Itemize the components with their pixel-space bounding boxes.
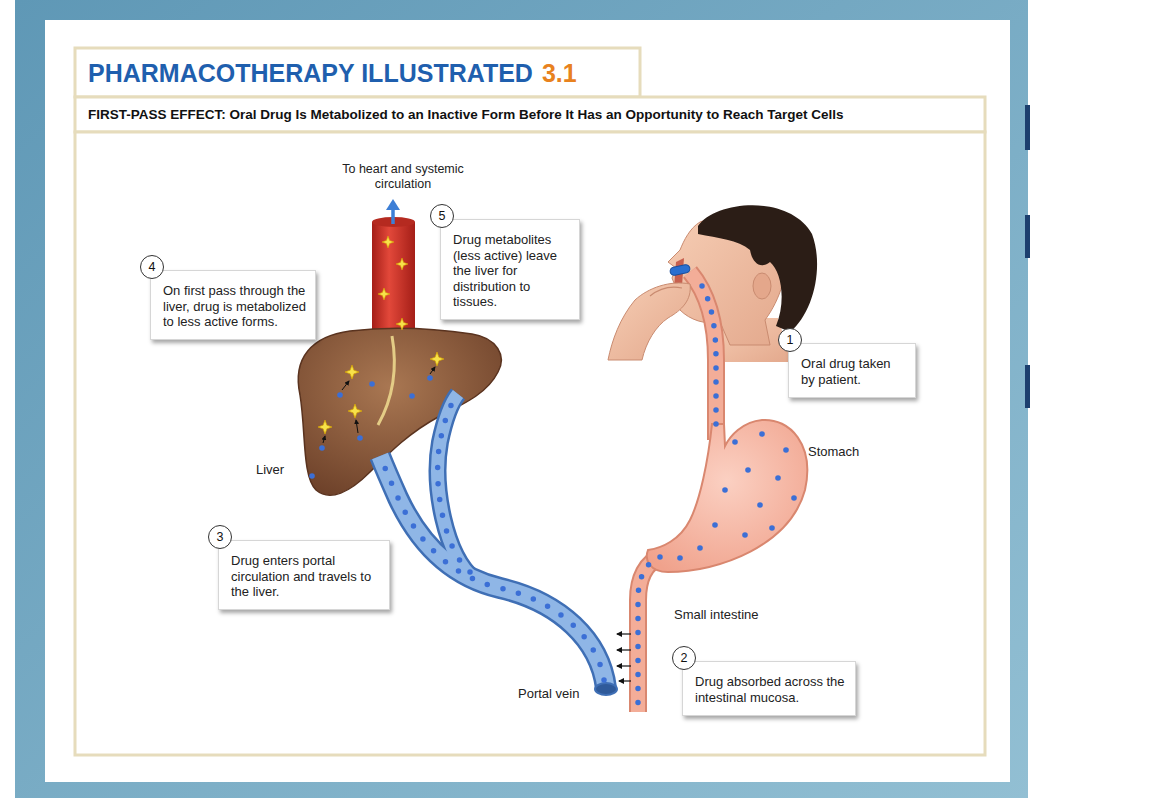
drug-dot: [369, 381, 375, 387]
metabolism-arrow: [342, 381, 349, 390]
edge-tick: [1025, 365, 1030, 408]
drug-dots: [638, 557, 660, 704]
edge-tick: [1025, 105, 1030, 150]
drug-dot: [319, 445, 325, 451]
callout-box: Drug metabolites (less active) leave the…: [440, 219, 580, 320]
callout-circle: 5: [430, 204, 454, 228]
drug-dot: [791, 495, 797, 501]
drug-dot: [759, 431, 765, 437]
metabolism-arrow: [356, 420, 358, 433]
drug-dot: [337, 392, 343, 398]
drug-dots: [309, 375, 797, 561]
intestine-wall: [638, 556, 662, 712]
organ-label: Small intestine: [674, 607, 759, 623]
drug-dot: [769, 525, 775, 531]
figure-frame: [75, 132, 985, 755]
pill: [669, 264, 690, 276]
drug-dots: [382, 460, 604, 680]
metabolite-star: [345, 365, 359, 379]
vessel-label: Portal vein: [518, 686, 579, 702]
subtitle-bar: [75, 97, 985, 132]
callout-number: 3: [217, 531, 224, 544]
absorption-arrow: [617, 633, 631, 634]
vein-opening: [595, 683, 617, 695]
drug-dot: [409, 393, 415, 399]
drug-dot: [745, 467, 751, 473]
title-tab: [75, 48, 640, 97]
metabolite-star: [378, 288, 390, 300]
metabolite-star: [318, 420, 332, 434]
callout-circle: 2: [672, 646, 696, 670]
ear: [753, 273, 771, 299]
metabolite-star: [396, 318, 408, 330]
hand: [608, 283, 690, 360]
drug-dots: [702, 286, 716, 430]
drug-dots: [438, 398, 470, 572]
slide-ground: [15, 0, 1028, 798]
callout-box: Drug enters portal circulation and trave…: [218, 540, 390, 610]
callout-circle: 1: [778, 328, 802, 352]
callout-number: 5: [439, 210, 446, 223]
absorption-arrow: [617, 649, 631, 650]
liver-ligament: [378, 336, 394, 425]
drug-dot: [783, 447, 789, 453]
drug-dot: [757, 502, 763, 508]
drug-dot: [677, 555, 683, 561]
callout-box: On first pass through the liver, drug is…: [150, 270, 316, 340]
callout-text: Drug metabolites (less active) leave the…: [453, 232, 571, 310]
drug-dot: [357, 435, 363, 441]
metabolism-arrow: [323, 436, 325, 443]
drug-dot: [697, 545, 703, 551]
stomach-organ: [647, 420, 807, 572]
figure-panel: [45, 20, 1010, 782]
liver-organ: [298, 328, 501, 495]
portal-vein: [380, 456, 606, 688]
callout-box: Oral drug taken by patient.1: [788, 343, 916, 398]
esophagus: [690, 272, 716, 440]
drug-dot: [712, 522, 718, 528]
callout-text: Drug absorbed across the intestinal muco…: [695, 674, 847, 705]
portal-vein-branch: [438, 394, 475, 580]
drug-dot: [742, 532, 748, 538]
organ-label: Stomach: [808, 444, 859, 460]
portal-vein-wall: [380, 456, 606, 688]
figure-number: 3.1: [542, 58, 577, 88]
drug-dot: [775, 475, 781, 481]
figure-title: PHARMACOTHERAPY ILLUSTRATED: [88, 58, 533, 88]
drug-dot: [732, 439, 738, 445]
vessel-label: To heart and systemic circulation: [333, 162, 473, 192]
small-intestine: [638, 556, 662, 712]
finger-line: [650, 287, 682, 296]
callout-circle: 4: [140, 255, 164, 279]
drug-dot: [722, 487, 728, 493]
callout-text: Oral drug taken by patient.: [801, 356, 907, 387]
metabolite-star: [348, 404, 362, 418]
absorption-arrow: [617, 665, 631, 666]
metabolite-star: [396, 258, 408, 270]
callout-text: On first pass through the liver, drug is…: [163, 283, 307, 330]
organ-label: Liver: [256, 462, 284, 478]
metabolite-star: [382, 236, 394, 248]
flow-arrow: [391, 209, 395, 224]
drug-dot: [309, 473, 315, 479]
callout-circle: 3: [208, 525, 232, 549]
edge-tick: [1025, 215, 1030, 258]
esophagus-wall: [690, 272, 716, 440]
drug-dot: [427, 375, 433, 381]
callout-number: 2: [681, 652, 688, 665]
callout-box: Drug absorbed across the intestinal muco…: [682, 661, 856, 716]
metabolism-arrow: [430, 367, 435, 374]
flow-arrowhead: [386, 199, 400, 210]
callout-number: 4: [149, 261, 156, 274]
figure-subtitle: FIRST-PASS EFFECT: Oral Drug Is Metaboli…: [88, 107, 844, 123]
metabolite-star: [430, 352, 444, 366]
callout-number: 1: [787, 334, 794, 347]
callout-text: Drug enters portal circulation and trave…: [231, 553, 381, 600]
absorption-arrow: [619, 680, 631, 681]
